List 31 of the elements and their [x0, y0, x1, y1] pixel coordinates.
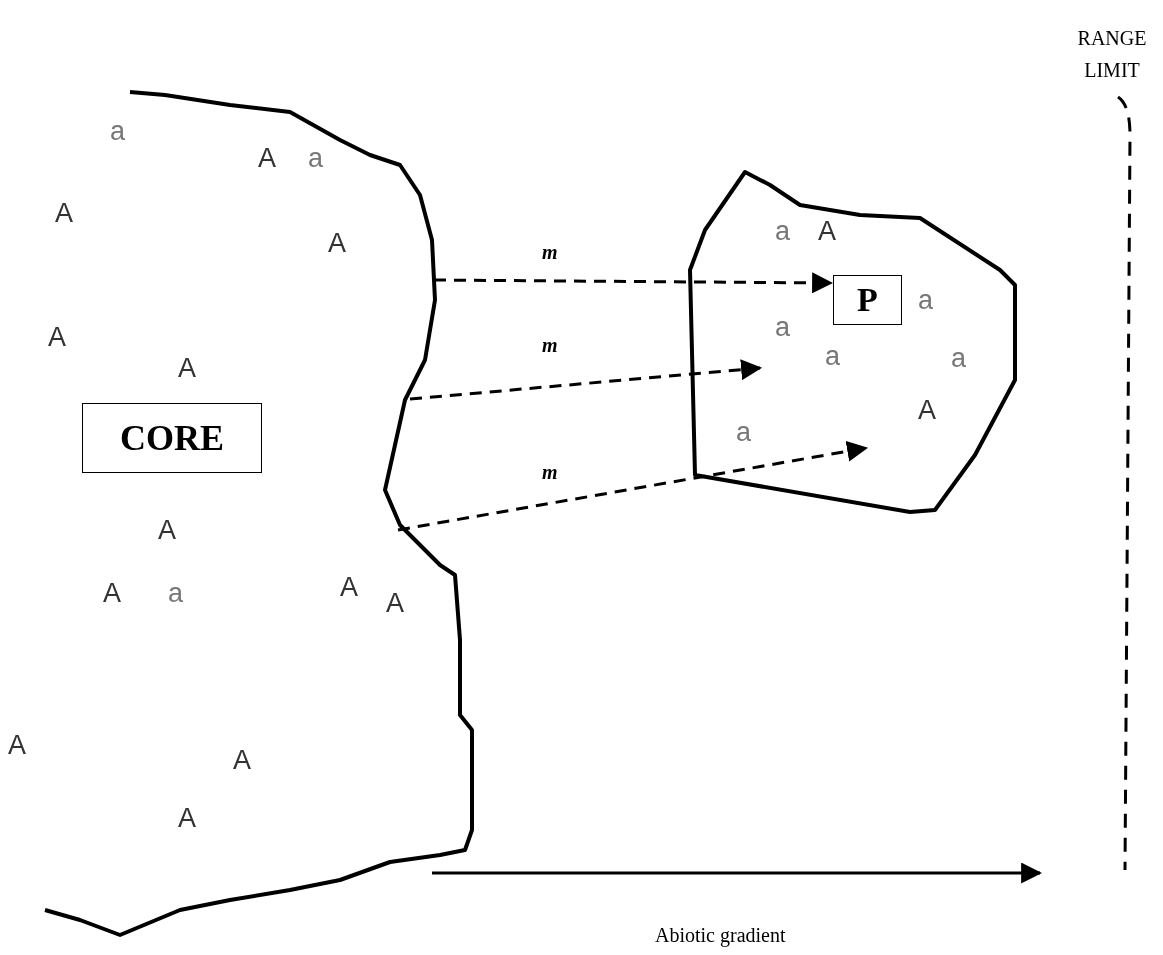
range-limit-label: RANGE LIMIT: [1076, 26, 1148, 83]
allele-symbol: A: [55, 200, 73, 227]
allele-symbol: A: [158, 517, 176, 544]
allele-symbol: A: [340, 574, 358, 601]
allele-symbol: a: [168, 580, 184, 607]
allele-symbol: A: [178, 355, 196, 382]
label-box: P: [833, 275, 902, 325]
allele-symbol: a: [308, 145, 324, 172]
allele-symbol: A: [386, 590, 404, 617]
arrow: [434, 272, 834, 294]
allele-symbol: a: [110, 118, 126, 145]
allele-symbol: A: [48, 324, 66, 351]
allele-symbol: A: [258, 145, 276, 172]
allele-symbol: A: [918, 397, 936, 424]
allele-symbol: a: [775, 314, 791, 341]
allele-symbol: a: [951, 345, 967, 372]
allele-symbol: A: [818, 218, 836, 245]
allele-symbol: a: [825, 343, 841, 370]
label-box: CORE: [82, 403, 262, 473]
allele-symbol: A: [328, 230, 346, 257]
allele-symbol: A: [178, 805, 196, 832]
allele-symbol: A: [233, 747, 251, 774]
allele-symbol: a: [736, 419, 752, 446]
allele-symbol: a: [918, 287, 934, 314]
arrow: [397, 440, 869, 532]
allele-symbol: a: [775, 218, 791, 245]
arrow: [409, 359, 763, 401]
gradient-label: Abiotic gradient: [655, 925, 786, 945]
habitat-region: [688, 168, 1018, 514]
allele-symbol: A: [8, 732, 26, 759]
allele-symbol: A: [103, 580, 121, 607]
